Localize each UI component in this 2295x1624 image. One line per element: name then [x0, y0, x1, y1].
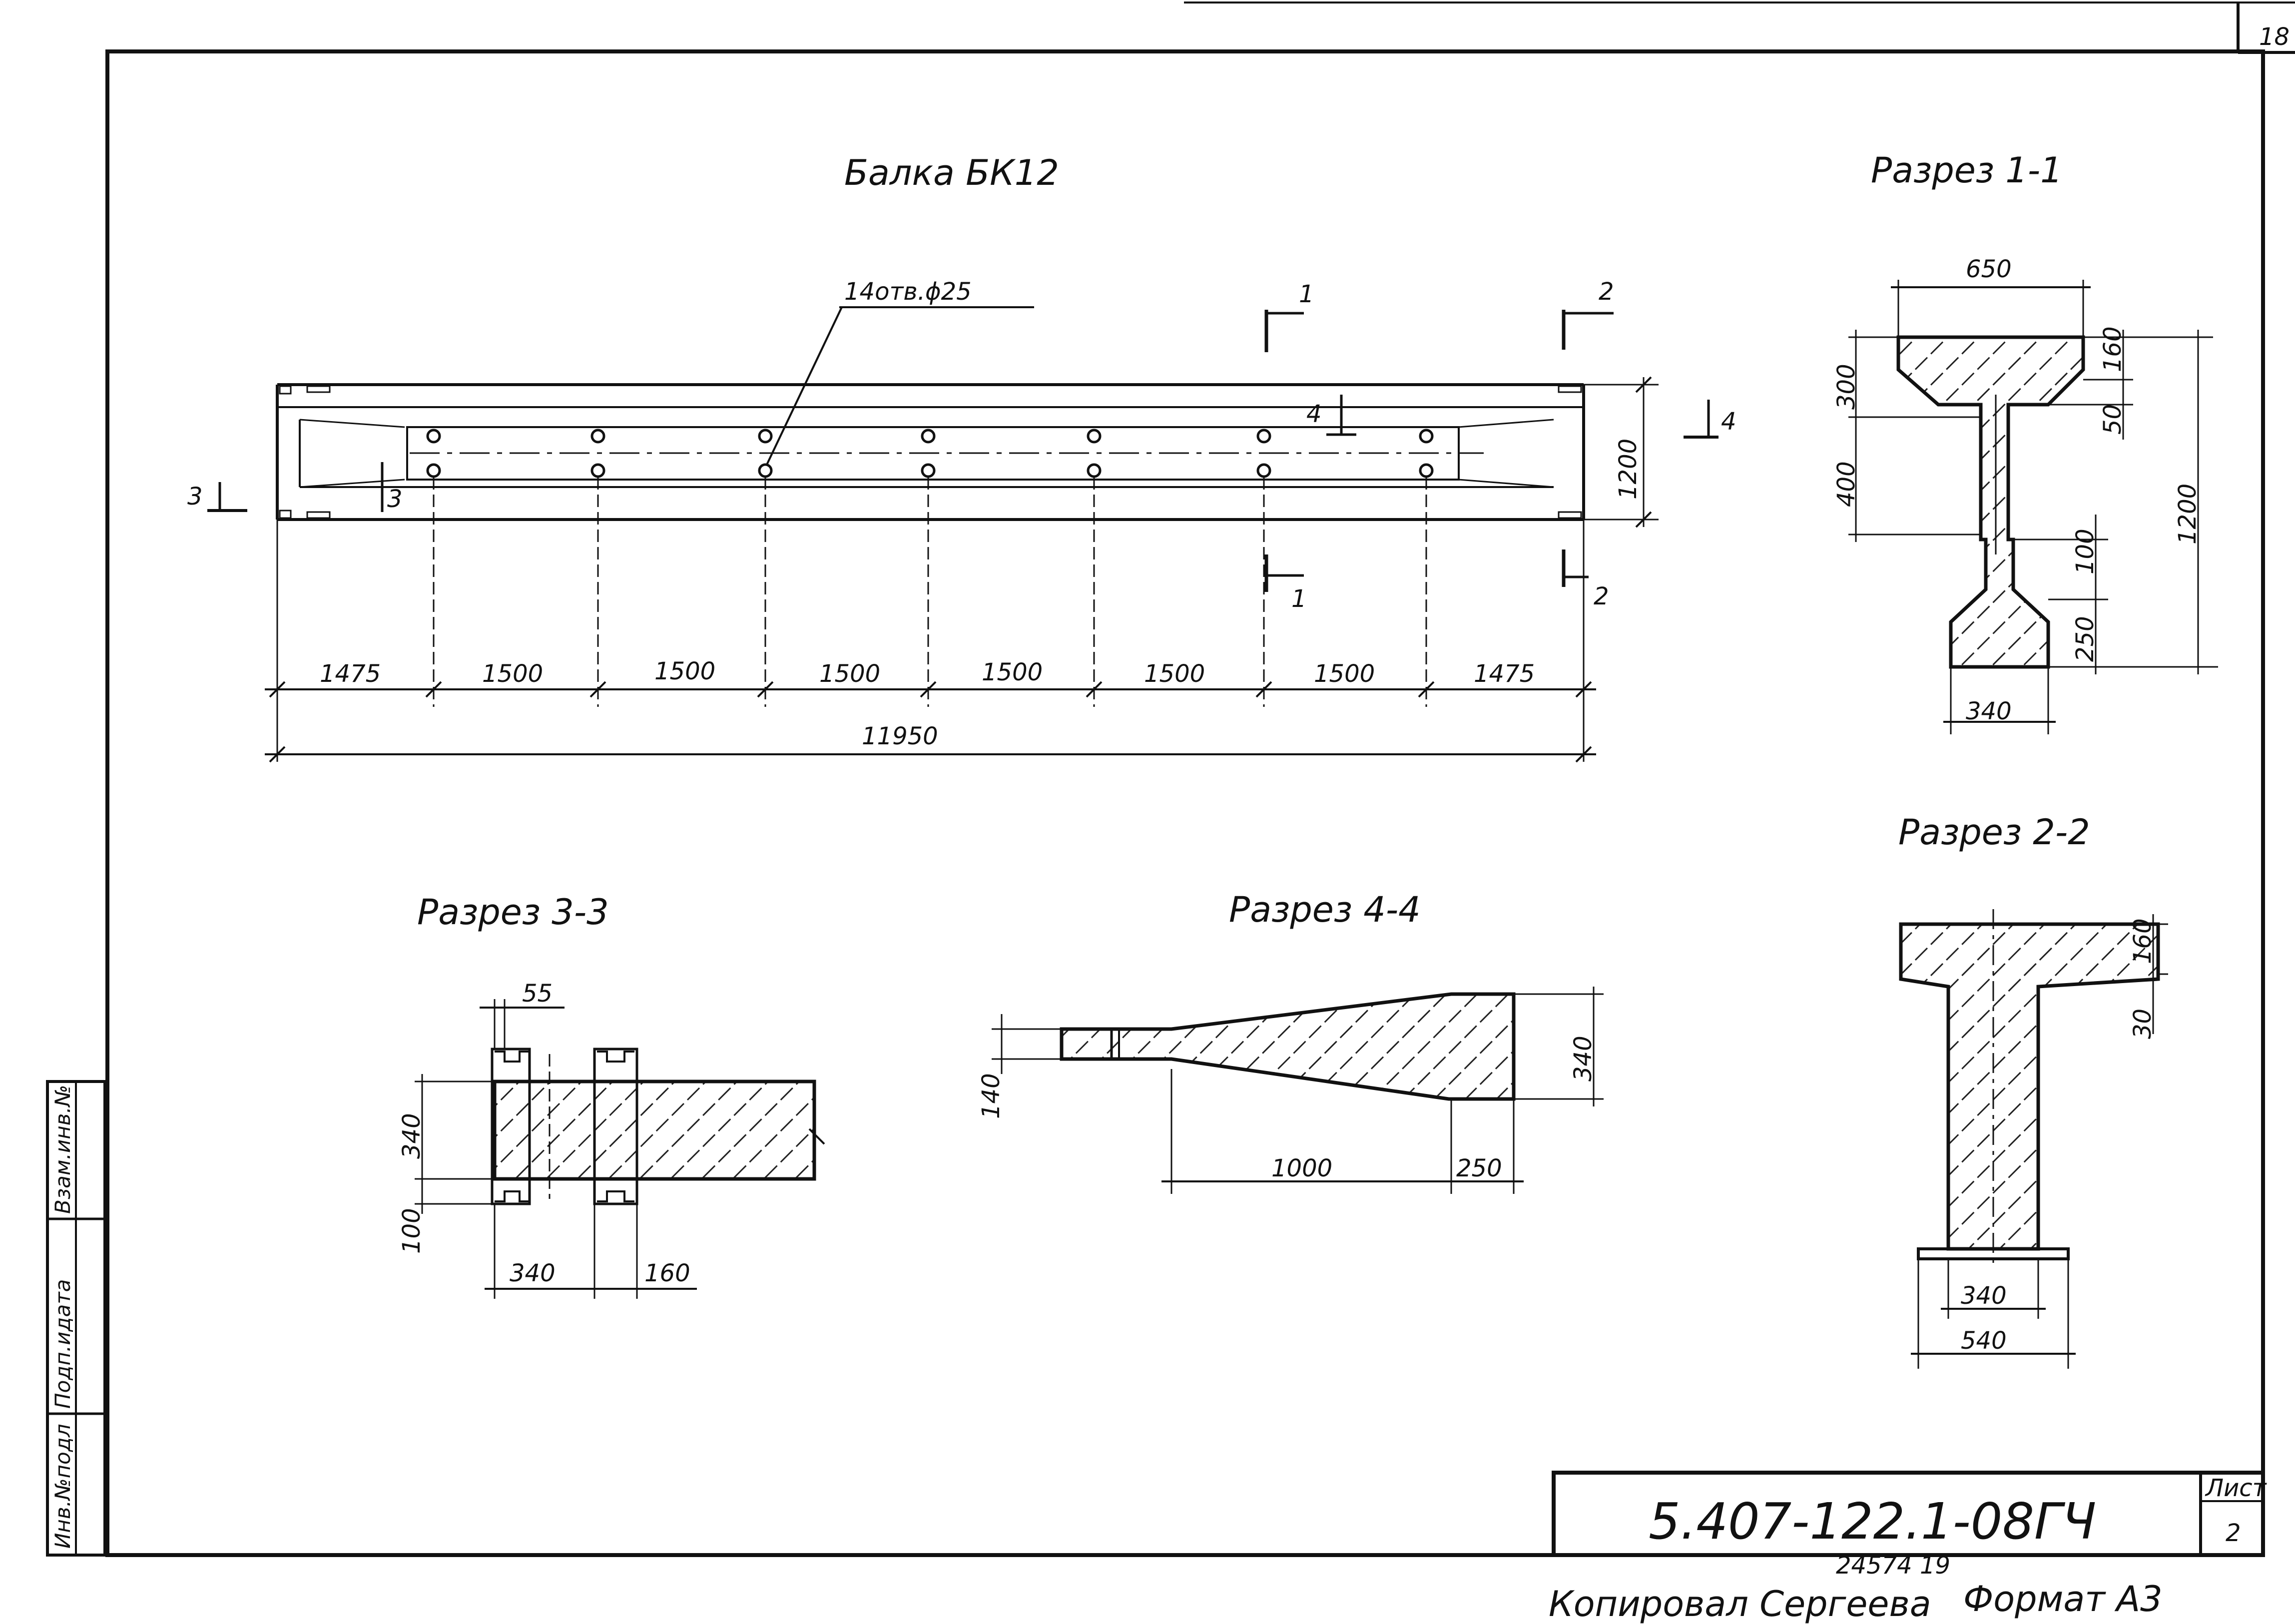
- sheet-frame: 18: [105, 1, 2295, 1557]
- s44-taper-length: 1000: [1271, 1154, 1332, 1182]
- s11-top-width: 650: [1966, 255, 2012, 283]
- section-4-4-shape: [1060, 992, 1516, 1101]
- s33-top-dim: 55: [522, 980, 553, 1008]
- s11-right-flange: 160: [2099, 326, 2127, 372]
- hole: [1087, 463, 1102, 478]
- s11-right-taper: 50: [2099, 404, 2127, 435]
- beam-elevation: Балка БК12: [187, 152, 1736, 763]
- section-1-1-title: Разрез 1-1: [1871, 150, 2063, 191]
- span-dim-7: 1500: [1314, 660, 1375, 688]
- section-3-3: Разрез 3-3 55 340 100 340 160: [398, 892, 825, 1299]
- overall-length-dimension: 11950: [265, 722, 1596, 763]
- section-3-3-shape: [493, 1080, 816, 1181]
- section-cut-4: 4 4: [1306, 395, 1736, 439]
- hole: [590, 429, 605, 444]
- hole: [921, 463, 936, 478]
- hole: [426, 463, 441, 478]
- section-4-4-title: Разрез 4-4: [1229, 889, 1421, 930]
- cut-1-label-top: 1: [1299, 280, 1314, 308]
- s22-right-taper: 30: [2129, 1009, 2157, 1039]
- cut-3-label-left: 3: [187, 483, 203, 511]
- margin-label-inv: Инв.№подл: [50, 1424, 75, 1549]
- s11-bottom-width: 340: [1966, 697, 2012, 725]
- hole-callout: 14отв.ϕ25: [844, 278, 972, 306]
- cut-1-label-bottom: 1: [1291, 585, 1307, 613]
- hole-row-bottom: [426, 463, 1434, 478]
- s44-end-length: 250: [1456, 1154, 1502, 1182]
- margin-label-sign: Подп.идата: [50, 1279, 75, 1409]
- s33-left-height: 340: [398, 1113, 426, 1159]
- hole: [1419, 463, 1434, 478]
- s33-width-dim: 340: [510, 1259, 556, 1287]
- margin-label-replace: Взам.инв.№: [50, 1085, 75, 1214]
- hole-row-top: [426, 429, 1434, 444]
- hole: [426, 429, 441, 444]
- section-2-2-title: Разрез 2-2: [1898, 812, 2090, 853]
- span-dim-8: 1475: [1474, 660, 1535, 688]
- section-cut-2: 2 2: [1562, 278, 1614, 610]
- hole: [1419, 429, 1434, 444]
- s44-right-height: 340: [1569, 1036, 1597, 1082]
- overall-length-value: 11950: [862, 722, 938, 750]
- cut-2-label-bottom: 2: [1594, 582, 1609, 610]
- margin-stamp: Инв.№подл Подп.идата Взам.инв.№: [46, 1080, 106, 1557]
- span-dim-4: 1500: [819, 660, 880, 688]
- hole: [1256, 429, 1271, 444]
- footer-inventory-number: 24574 19: [1836, 1552, 1950, 1580]
- s11-left-mid: 400: [1832, 461, 1860, 507]
- s33-left-bottom: 100: [398, 1208, 426, 1254]
- span-dim-5: 1500: [982, 658, 1043, 686]
- cut-4-label-right: 4: [1721, 408, 1736, 436]
- section-4-4: Разрез 4-4 140 340 1000 250: [977, 889, 1604, 1194]
- cut-4-label-left: 4: [1306, 400, 1322, 428]
- section-2-2: Разрез 2-2 160 30 340 540: [1898, 812, 2168, 1369]
- hole: [758, 463, 773, 478]
- section-cut-3: 3 3: [187, 462, 403, 513]
- section-1-1: Разрез 1-1 650 300 400 160 50 100 250 12…: [1832, 150, 2218, 734]
- span-dim-6: 1500: [1144, 660, 1205, 688]
- s11-left-top: 300: [1832, 364, 1860, 410]
- span-dim-3: 1500: [654, 657, 715, 685]
- title-block-sheet-label: Лист: [2205, 1474, 2268, 1502]
- span-dim-1: 1475: [320, 660, 381, 688]
- span-dim-2: 1500: [482, 660, 543, 688]
- s44-left-height: 140: [977, 1073, 1005, 1119]
- section-cut-1: 1 1: [1264, 280, 1314, 613]
- hole: [1087, 429, 1102, 444]
- s11-right-bottom: 250: [2071, 616, 2099, 662]
- s11-right-web: 100: [2071, 529, 2099, 574]
- title-block-sheet-value: 2: [2226, 1519, 2241, 1547]
- hole: [590, 463, 605, 478]
- s11-total-height: 1200: [2174, 484, 2202, 544]
- main-title: Балка БК12: [844, 152, 1059, 193]
- s22-right-flange: 160: [2129, 918, 2157, 964]
- beam-height-dimension: 1200: [1584, 376, 1659, 528]
- hole: [758, 429, 773, 444]
- beam-height-value: 1200: [1614, 439, 1642, 500]
- s22-outer-width: 540: [1961, 1327, 2007, 1355]
- span-dimensions: 1475 1500 1500 1500 1500 1500 1500 1475: [265, 657, 1596, 698]
- title-block-code: 5.407-122.1-08ГЧ: [1649, 1492, 2096, 1551]
- section-2-2-shape: [1899, 922, 2160, 1251]
- s33-plate-dim: 160: [644, 1259, 690, 1287]
- footer-copied-by: Копировал Сергеева: [1549, 1584, 1931, 1624]
- s22-inner-width: 340: [1961, 1282, 2007, 1310]
- hole: [921, 429, 936, 444]
- cut-3-label-right: 3: [387, 485, 403, 513]
- sheet-number: 18: [2259, 23, 2290, 51]
- hole: [1256, 463, 1271, 478]
- cut-2-label-top: 2: [1599, 278, 1614, 306]
- section-3-3-title: Разрез 3-3: [417, 892, 609, 933]
- footer-format: Формат А3: [1963, 1579, 2163, 1620]
- footer: 24574 19 Копировал Сергеева Формат А3: [1549, 1552, 2163, 1624]
- extension-lines: [276, 477, 1585, 762]
- title-block: 5.407-122.1-08ГЧ Лист 2: [1552, 1471, 2268, 1557]
- section-1-1-shape: [1896, 335, 2085, 669]
